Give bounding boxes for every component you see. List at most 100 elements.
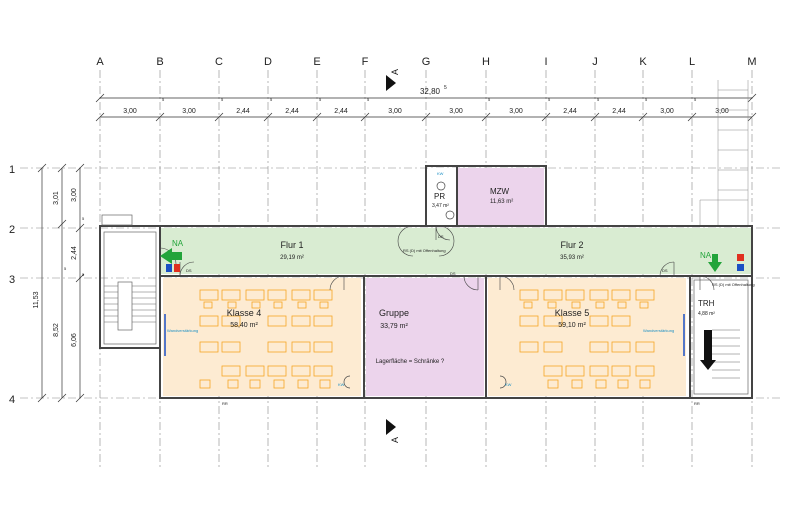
col-sup-j: 5 <box>597 97 600 102</box>
gruppe-area: 33,79 m² <box>380 323 408 330</box>
section-marker-bottom: A <box>386 419 400 443</box>
col-sup-e: 5 <box>319 97 322 102</box>
col-dim-ef: 2,44 <box>334 108 348 115</box>
total-width-sup: 5 <box>444 85 447 91</box>
pr-name: PR <box>434 192 445 201</box>
col-dim-fg: 3,00 <box>388 108 402 115</box>
row-sup-c: 5 <box>82 272 85 277</box>
ds-label: DS <box>662 268 668 273</box>
rr-label: RR <box>222 401 228 406</box>
col-sup-f: 5 <box>367 97 370 102</box>
col-dim-bc: 3,00 <box>182 108 196 115</box>
col-sup-d: 5 <box>270 97 273 102</box>
row-dim-total: 11,53 <box>33 291 40 308</box>
gruppe-fill <box>366 278 484 396</box>
axis-label-e: E <box>313 56 320 68</box>
col-dim-kl: 3,00 <box>660 108 674 115</box>
col-dim-ij: 2,44 <box>563 108 577 115</box>
ds-label: DS <box>450 271 456 276</box>
flur2-area: 35,93 m² <box>560 255 584 261</box>
left-dimensions: 11,53 8,52 3,01 3,00 2,44 6,06 5 5 5 <box>33 163 85 403</box>
row-dim-852: 8,52 <box>53 323 60 337</box>
col-dim-lm: 3,00 <box>715 108 729 115</box>
klasse5-name: Klasse 5 <box>555 308 590 318</box>
axis-label-m: M <box>747 56 756 68</box>
kw-label: KW <box>505 382 512 387</box>
section-label-top: A <box>390 69 400 75</box>
col-dim-ab: 3,00 <box>123 108 137 115</box>
klasse4-area: 58,40 m² <box>230 322 258 329</box>
axis-label-g: G <box>422 56 431 68</box>
column-axis-labels: A B C D E F G H I J K L M <box>96 56 756 68</box>
axis-label-3: 3 <box>9 274 15 286</box>
klasse4-name: Klasse 4 <box>227 308 262 318</box>
col-dim-jk: 2,44 <box>612 108 626 115</box>
axis-label-j: J <box>592 56 598 68</box>
exit-left: NA <box>160 239 184 272</box>
klasse5-area: 59,10 m² <box>558 322 586 329</box>
flur1-fill <box>160 228 426 274</box>
fire-alarm-icon <box>174 264 180 272</box>
row-dim-300: 3,00 <box>71 188 78 202</box>
gruppe-name: Gruppe <box>379 308 409 318</box>
flur2-fill <box>426 228 752 274</box>
room-labels: Flur 1 29,19 m² Flur 2 35,93 m² PR 3,47 … <box>227 187 716 365</box>
pr-area: 3,47 m² <box>432 203 449 209</box>
fire-alarm-icon <box>737 254 744 261</box>
row-dim-244: 2,44 <box>71 246 78 260</box>
stair-left <box>101 214 157 345</box>
wall-reinforcement <box>164 314 685 356</box>
exit-arrow-down-icon <box>708 254 722 272</box>
col-dim-de: 2,44 <box>285 108 299 115</box>
fire-extinguisher-icon <box>737 264 744 271</box>
walls <box>99 165 753 399</box>
col-sup-b: 5 <box>162 97 165 102</box>
mzw-area: 11,63 m² <box>490 199 513 205</box>
axis-label-1: 1 <box>9 164 15 176</box>
col-dim-cd: 2,44 <box>236 108 250 115</box>
exit-arrow-left-icon <box>160 248 182 264</box>
sink-icon <box>343 375 351 389</box>
mzw-name: MZW <box>490 187 510 196</box>
axis-label-4: 4 <box>9 394 15 406</box>
ds-label: DS <box>186 268 192 273</box>
col-sup-l: 5 <box>694 97 697 102</box>
axis-label-k: K <box>639 56 647 68</box>
row-dim-301: 3,01 <box>53 191 60 205</box>
na-label-right: NA <box>700 251 712 260</box>
top-dimensions: 32,80 5 3,00 3,00 2,44 2,44 2,44 3,00 3,… <box>95 85 757 122</box>
wand-label-left: Wandverstärkung <box>167 328 198 333</box>
total-width-dim: 32,80 <box>420 87 441 96</box>
col-dim-gh: 3,00 <box>449 108 463 115</box>
axis-label-f: F <box>362 56 369 68</box>
gruppe-note: Lagerfläche = Schränke ? <box>376 359 445 365</box>
section-label-bottom: A <box>390 437 400 443</box>
fire-extinguisher-icon <box>166 264 172 272</box>
axis-label-l: L <box>689 56 695 68</box>
trh-name: TRH <box>698 299 715 308</box>
klasse4-fill <box>163 278 361 396</box>
sink-icon <box>436 181 446 191</box>
stair-right <box>693 80 749 395</box>
flur2-name: Flur 2 <box>560 240 583 250</box>
klasse5-fill <box>488 278 686 396</box>
col-sup-c: 5 <box>221 97 224 102</box>
ds-label: DS <box>438 234 444 239</box>
rs-label-center: RS (D) mit Offenhaltung <box>403 248 446 253</box>
col-sup-k: 5 <box>645 97 648 102</box>
axis-label-a: A <box>96 56 104 68</box>
mzw-fill <box>458 168 544 226</box>
annotations: KW KW KW Wandverstärkung Wandverstärkung… <box>167 171 755 406</box>
rs-label-right: RS (D) mit Offenhaltung <box>712 282 755 287</box>
furniture-klasse4 <box>199 289 333 389</box>
stair-arrow-icon <box>700 330 716 370</box>
row-dim-606: 6,06 <box>71 333 78 347</box>
trh-area: 4,88 m² <box>698 311 715 317</box>
row-sup-a: 5 <box>64 266 67 271</box>
rr-label: RR <box>694 401 700 406</box>
furniture-klasse5 <box>519 289 655 389</box>
sink-icon <box>499 375 507 389</box>
exit-right: NA <box>700 251 744 272</box>
wand-label-right: Wandverstärkung <box>643 328 674 333</box>
